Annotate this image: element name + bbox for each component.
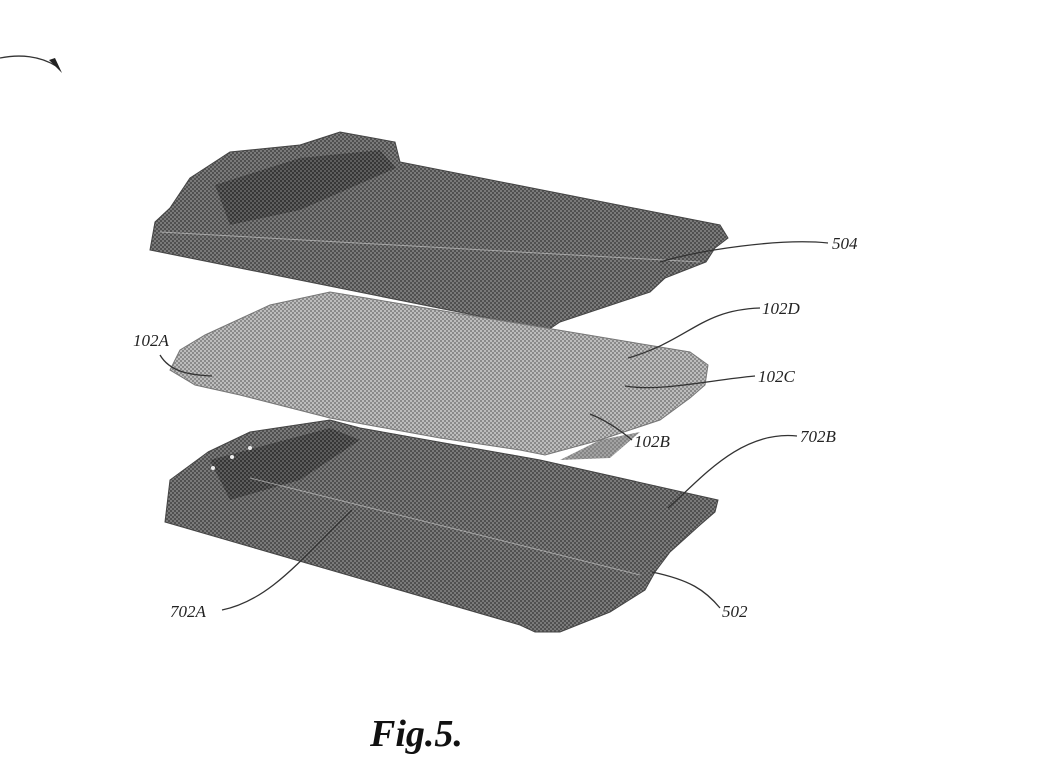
- layer-504: [149, 131, 729, 331]
- layer-102: [169, 291, 709, 460]
- leader-504: [659, 241, 829, 263]
- label-702A: 702A: [170, 602, 207, 621]
- label-102D: 102D: [762, 299, 801, 318]
- reference-labels: 504 102D 102A 102C 102B 702B 702A 502: [133, 234, 858, 621]
- leader-102B: [589, 413, 633, 441]
- label-102A: 102A: [133, 331, 170, 350]
- leader-102C: [624, 375, 756, 389]
- leader-102D: [627, 307, 761, 359]
- label-102C: 102C: [758, 367, 796, 386]
- leader-102A: [159, 354, 213, 377]
- leader-lines: [159, 241, 829, 611]
- figure-caption: Fig.5.: [370, 713, 463, 755]
- reference-arrow: [0, 55, 62, 73]
- leader-702B: [667, 434, 798, 509]
- label-502: 502: [722, 602, 748, 621]
- leader-502: [651, 571, 721, 609]
- label-102B: 102B: [634, 432, 671, 451]
- leader-702A: [221, 509, 353, 611]
- layer-502: [164, 419, 719, 633]
- label-702B: 702B: [800, 427, 837, 446]
- label-504: 504: [832, 234, 858, 253]
